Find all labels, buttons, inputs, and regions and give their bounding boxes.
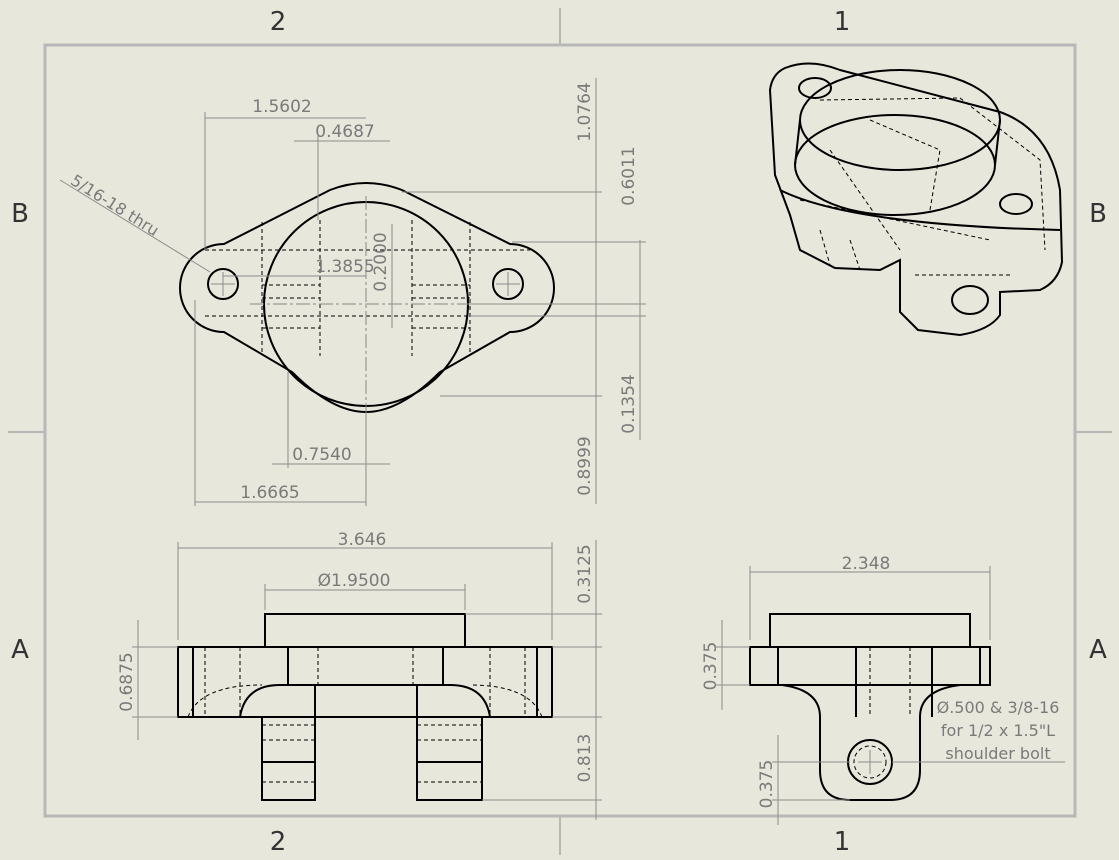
dim-1-3855: 1.3855 xyxy=(315,257,374,277)
dim-0-6011: 0.6011 xyxy=(619,146,639,205)
dim-2-348: 2.348 xyxy=(842,554,891,574)
zone-label-left-a: A xyxy=(11,635,29,665)
bolt-hole-right xyxy=(492,268,524,300)
front-view: 3.646 Ø1.9500 0.3125 0.6875 0.813 xyxy=(117,530,602,820)
zone-label-left-b: B xyxy=(11,199,29,229)
thread-callout: 5/16-18 thru xyxy=(67,171,162,240)
front-dimension-lines xyxy=(132,540,602,820)
top-dimension-lines xyxy=(59,78,646,506)
hidden-lines xyxy=(205,220,530,356)
zone-label-right-a: A xyxy=(1089,635,1107,665)
dim-boss-diameter: Ø1.9500 xyxy=(318,571,391,591)
top-view: 1.5602 0.4687 1.3855 0.2000 0.7540 1.666… xyxy=(59,78,646,506)
dim-0-6875: 0.6875 xyxy=(117,652,137,711)
flange-outline xyxy=(179,182,555,414)
zone-label-right-b: B xyxy=(1089,199,1107,229)
bolt-note-line-1: Ø.500 & 3/8-16 xyxy=(937,698,1060,717)
dim-1-0764: 1.0764 xyxy=(575,82,595,141)
zone-label-bottom-right: 1 xyxy=(834,827,851,857)
dim-0-4687: 0.4687 xyxy=(315,122,374,142)
zone-label-top-left: 2 xyxy=(270,7,287,37)
sheet-frame xyxy=(8,8,1112,855)
dim-0-8999: 0.8999 xyxy=(575,436,595,495)
dim-1-6665: 1.6665 xyxy=(240,483,299,503)
dim-3-646: 3.646 xyxy=(338,530,387,550)
side-dimension-lines xyxy=(716,566,1065,825)
bolt-note-line-3: shoulder bolt xyxy=(945,744,1050,763)
side-view: 2.348 0.375 0.375 Ø.500 & 3/8-16 for 1/2… xyxy=(701,554,1065,825)
bolt-hole-left xyxy=(207,268,239,300)
zone-label-bottom-left: 2 xyxy=(270,827,287,857)
dim-side-0-375-flange: 0.375 xyxy=(701,642,721,691)
dim-side-0-375-hole: 0.375 xyxy=(757,760,777,809)
dim-0-813: 0.813 xyxy=(575,734,595,783)
dim-0-3125: 0.3125 xyxy=(575,544,595,603)
dim-0-7540: 0.7540 xyxy=(292,445,351,465)
dim-0-1354: 0.1354 xyxy=(619,374,639,433)
bolt-note-line-2: for 1/2 x 1.5"L xyxy=(941,721,1055,740)
center-marks xyxy=(211,196,520,412)
dim-1-5602: 1.5602 xyxy=(252,97,311,117)
isometric-view xyxy=(768,62,1064,337)
zone-label-top-right: 1 xyxy=(834,7,851,37)
dim-0-2000: 0.2000 xyxy=(371,232,391,291)
